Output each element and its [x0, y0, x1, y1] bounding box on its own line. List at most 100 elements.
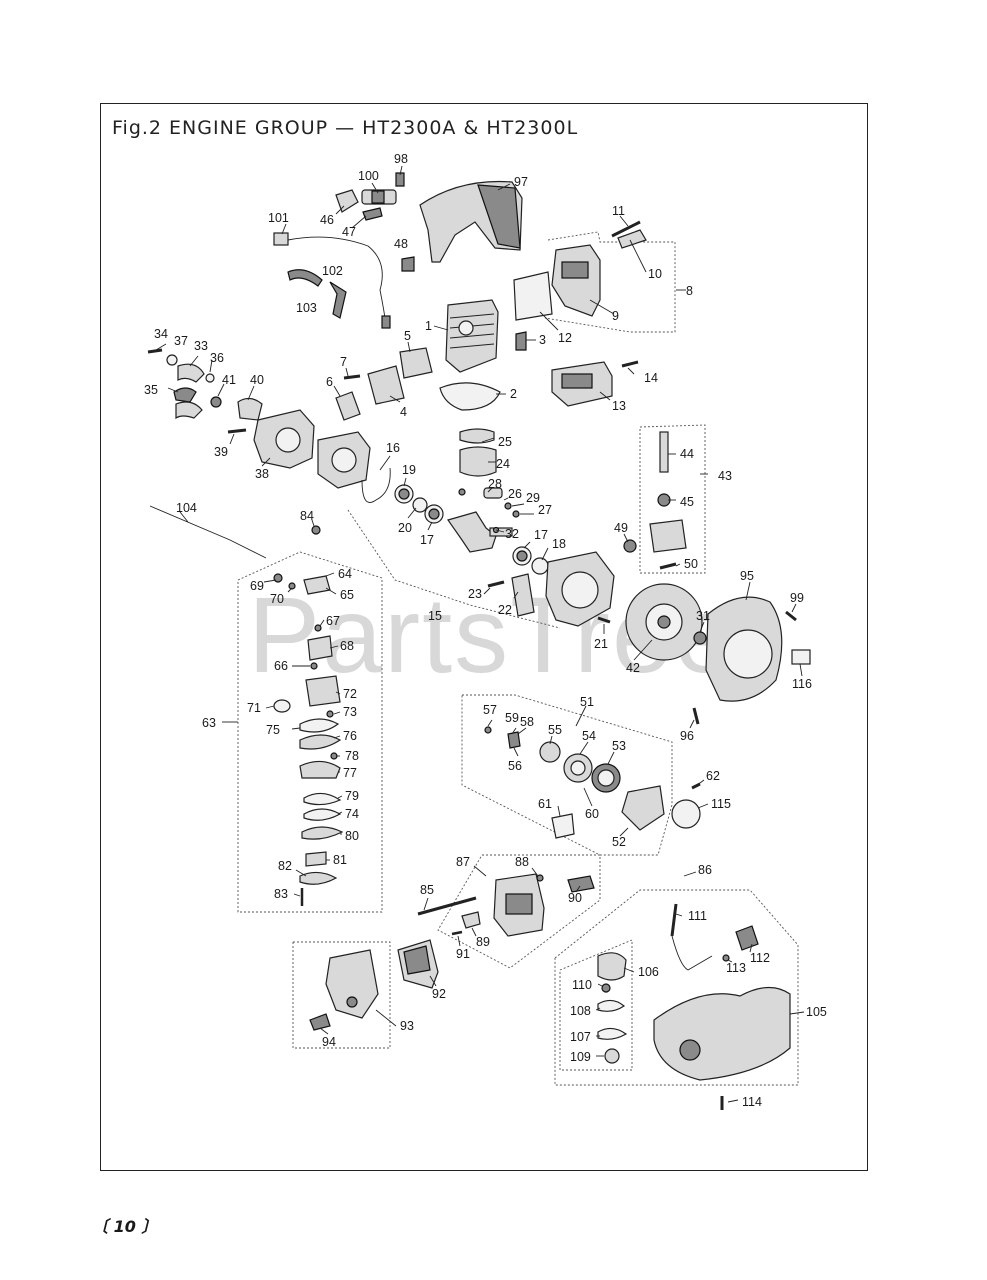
- callout-103: 103: [296, 301, 317, 315]
- callout-12: 12: [558, 331, 572, 345]
- callout-52: 52: [612, 835, 626, 849]
- callout-35: 35: [144, 383, 158, 397]
- group-outline-93: [292, 941, 391, 1049]
- nut-41: [210, 396, 222, 408]
- screw-7: [343, 374, 361, 380]
- callout-64: 64: [338, 567, 352, 581]
- callout-66: 66: [274, 659, 288, 673]
- callout-71: 71: [247, 701, 261, 715]
- starter-parts-51: [484, 726, 701, 839]
- callout-63: 63: [202, 716, 216, 730]
- clip-29: [504, 502, 512, 510]
- callout-85: 85: [420, 883, 434, 897]
- callout-108: 108: [570, 1004, 591, 1018]
- callout-7: 7: [340, 355, 347, 369]
- callout-89: 89: [476, 935, 490, 949]
- part-101: [273, 232, 289, 246]
- callout-48: 48: [394, 237, 408, 251]
- part-47: [362, 207, 383, 221]
- group-outline-105: [554, 889, 799, 1086]
- callout-116: 116: [792, 677, 812, 691]
- flywheel-42: [625, 583, 703, 661]
- callout-59: 59: [505, 711, 519, 725]
- muffler-cover-9: [551, 244, 601, 317]
- callout-6: 6: [326, 375, 333, 389]
- part-40: [237, 397, 263, 421]
- callout-99: 99: [790, 591, 804, 605]
- gasket-2: [439, 382, 501, 411]
- callout-104: 104: [176, 501, 197, 515]
- group-outline-63: [237, 551, 383, 913]
- callout-72: 72: [343, 687, 357, 701]
- callout-94: 94: [322, 1035, 336, 1049]
- callout-110: 110: [572, 978, 592, 992]
- callout-95: 95: [740, 569, 754, 583]
- fuel-tank-parts-105: [597, 903, 791, 1110]
- callout-38: 38: [255, 467, 269, 481]
- callout-75: 75: [266, 723, 280, 737]
- callout-51: 51: [580, 695, 594, 709]
- air-filter-cover-93: [325, 949, 379, 1019]
- ignition-wire-102: [287, 236, 387, 326]
- part-48: [401, 256, 415, 272]
- callout-88: 88: [515, 855, 529, 869]
- callout-60: 60: [585, 807, 599, 821]
- callout-69: 69: [250, 579, 264, 593]
- group-outline-51: [461, 694, 673, 856]
- callout-45: 45: [680, 495, 694, 509]
- crankcase-main: [545, 551, 615, 627]
- callout-5: 5: [404, 329, 411, 343]
- callout-25: 25: [498, 435, 512, 449]
- callout-58: 58: [520, 715, 534, 729]
- nut-31: [693, 631, 707, 645]
- part-10: [617, 229, 647, 249]
- label-116: [791, 649, 811, 665]
- callout-93: 93: [400, 1019, 414, 1033]
- ignition-coil: [649, 519, 687, 553]
- callout-labels: 1 2 3 4 5 6 7 8 9 10 11 12 13 14 15 16 1…: [144, 152, 827, 1109]
- callout-23: 23: [468, 587, 482, 601]
- callout-106: 106: [638, 965, 659, 979]
- callout-67: 67: [326, 614, 340, 628]
- callout-20: 20: [398, 521, 412, 535]
- plug-cap-98: [395, 172, 405, 187]
- callout-54: 54: [582, 729, 596, 743]
- callout-112: 112: [750, 951, 770, 965]
- page-number: 〔 10 〕: [92, 1217, 158, 1236]
- callout-83: 83: [274, 887, 288, 901]
- nut-49: [623, 539, 637, 553]
- callout-50: 50: [684, 557, 698, 571]
- bolt-39: [227, 428, 247, 434]
- callout-87: 87: [456, 855, 470, 869]
- callout-86: 86: [698, 863, 712, 877]
- callout-15: 15: [428, 609, 442, 623]
- part-36: [205, 373, 215, 383]
- callout-100: 100: [358, 169, 379, 183]
- carburetor-parts-63: [273, 573, 344, 906]
- callout-102: 102: [322, 264, 343, 278]
- callout-17a: 17: [420, 533, 434, 547]
- part-5: [399, 347, 433, 379]
- callout-43: 43: [718, 469, 732, 483]
- bolt-14: [621, 360, 639, 368]
- fan-cover-95: [705, 596, 783, 702]
- callout-61: 61: [538, 797, 552, 811]
- clutch-shoe-35b: [175, 401, 203, 420]
- callout-21: 21: [594, 637, 608, 651]
- engine-cover-97: [419, 180, 523, 263]
- piston-ring-25: [459, 428, 495, 444]
- clip-27: [512, 510, 520, 518]
- callout-1: 1: [425, 319, 432, 333]
- callout-39: 39: [214, 445, 228, 459]
- wire-terminal: [381, 315, 391, 329]
- part-6: [335, 391, 361, 421]
- callout-68: 68: [340, 639, 354, 653]
- figure-frame: [100, 103, 868, 1171]
- gasket-12: [513, 271, 553, 321]
- callout-70: 70: [270, 592, 284, 606]
- callout-109: 109: [570, 1050, 591, 1064]
- callout-16: 16: [386, 441, 400, 455]
- callout-65: 65: [340, 588, 354, 602]
- circlip-20: [412, 497, 428, 513]
